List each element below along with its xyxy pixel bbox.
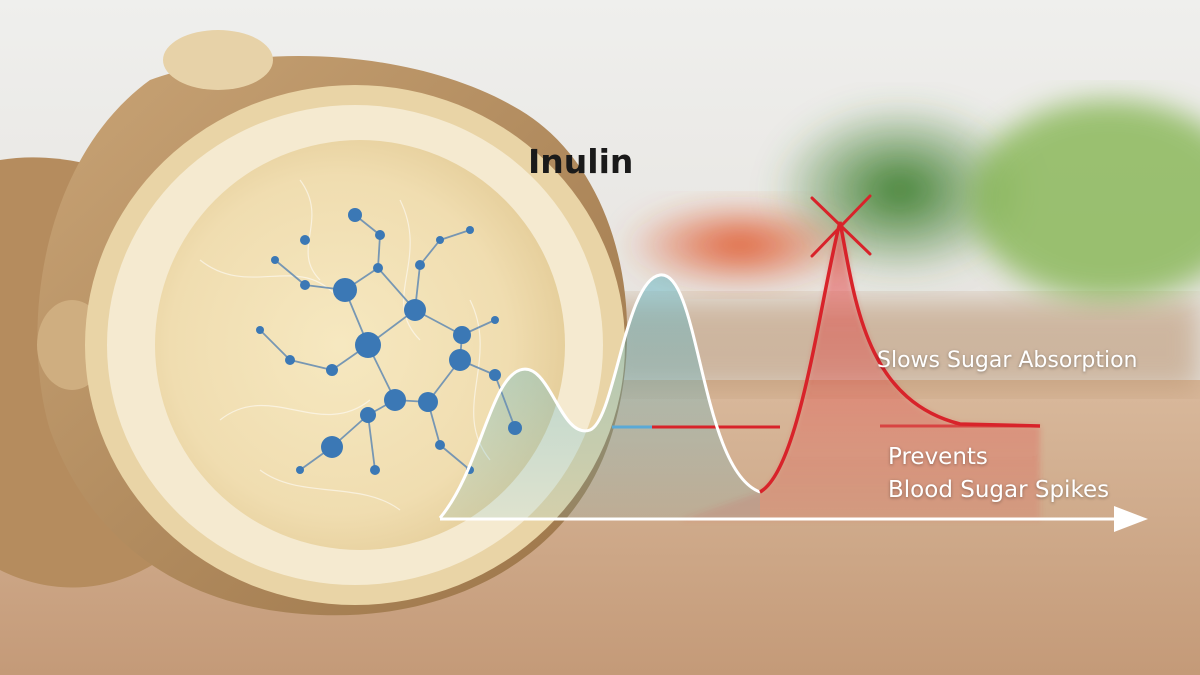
inulin-molecule-icon [256, 208, 522, 475]
x-mark-icon [810, 194, 872, 258]
spike-area [680, 222, 1040, 520]
label-slows-sugar-absorption: Slows Sugar Absorption [877, 348, 1138, 373]
spike-curve [759, 221, 1041, 494]
inulin-area [440, 274, 760, 520]
inulin-curve [438, 273, 761, 519]
label-prevents-blood-sugar-spikes: Prevents Blood Sugar Spikes [888, 441, 1109, 507]
title-inulin: Inulin [528, 142, 634, 181]
time-axis-arrow-icon [440, 506, 1148, 532]
label-prevents-line1: Prevents [888, 444, 988, 470]
label-prevents-line2: Blood Sugar Spikes [888, 477, 1110, 503]
